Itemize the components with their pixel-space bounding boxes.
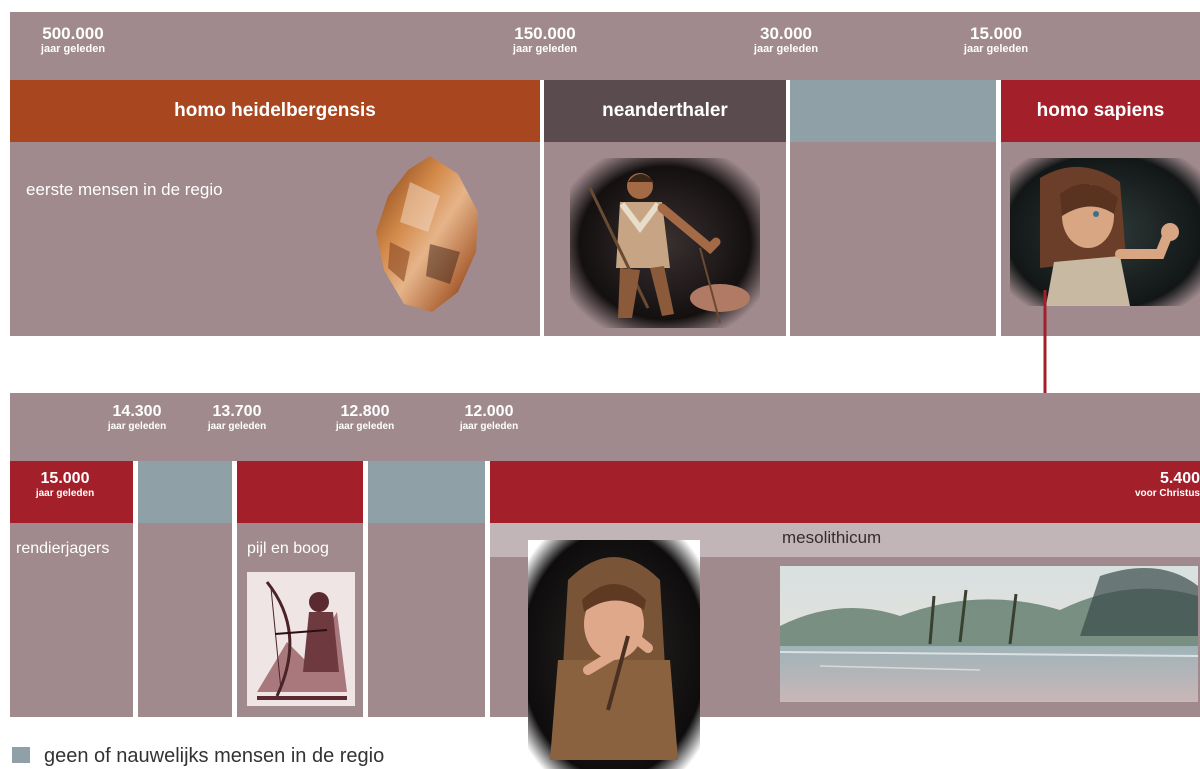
- period-label: homo heidelbergensis: [174, 100, 376, 121]
- segment-pijl-en-boog-header: [237, 461, 363, 523]
- date-value: 14.300: [112, 403, 162, 420]
- date-15000-bottom: 15.000 jaar geleden: [10, 471, 120, 499]
- period-label: neanderthaler: [602, 100, 728, 121]
- date-12000: 12.000 jaar geleden: [444, 404, 534, 432]
- date-500000: 500.000 jaar geleden: [18, 25, 128, 55]
- legend-label: geen of nauwelijks mensen in de regio: [44, 745, 385, 767]
- top-date-band: [10, 12, 1200, 80]
- period-neanderthaler: neanderthaler: [544, 80, 786, 142]
- bottom-date-band: [10, 393, 1200, 461]
- date-value: 15.000: [40, 470, 90, 487]
- date-value: 13.700: [212, 403, 262, 420]
- date-sub: jaar geleden: [963, 43, 1029, 55]
- date-sub: jaar geleden: [512, 43, 578, 55]
- period-homo-heidelbergensis: homo heidelbergensis: [10, 80, 540, 142]
- date-sub: jaar geleden: [459, 421, 519, 432]
- column-rendierjagers: [10, 523, 133, 717]
- date-value: 5.400: [1159, 470, 1200, 487]
- period-absent-gap: [790, 80, 996, 142]
- date-15000-top: 15.000 jaar geleden: [941, 25, 1051, 55]
- rendierjagers-text: rendierjagers: [16, 540, 110, 557]
- date-value: 30.000: [760, 24, 812, 43]
- date-sub: jaar geleden: [207, 421, 267, 432]
- segment-gap-1-header: [138, 461, 232, 523]
- legend-swatch: [12, 747, 30, 763]
- date-5400: 5.400 voor Christus: [1090, 471, 1200, 499]
- segment-mesolithicum-header: 5.400 voor Christus: [490, 461, 1200, 523]
- date-14300: 14.300 jaar geleden: [92, 404, 182, 432]
- flint-handaxe-image: [376, 156, 478, 312]
- period-label: homo sapiens: [1036, 100, 1165, 121]
- date-sub: jaar geleden: [40, 43, 106, 55]
- segment-rendierjagers-header: 15.000 jaar geleden: [10, 461, 133, 523]
- mesolithic-child-figure-image: [528, 540, 700, 769]
- date-12800: 12.800 jaar geleden: [320, 404, 410, 432]
- mesolithic-landscape-image: [780, 566, 1198, 702]
- date-value: 15.000: [970, 24, 1022, 43]
- date-value: 12.800: [340, 403, 390, 420]
- mesolithicum-text: mesolithicum: [782, 528, 882, 547]
- date-value: 500.000: [42, 24, 104, 43]
- segment-gap-2-header: [368, 461, 485, 523]
- date-30000: 30.000 jaar geleden: [731, 25, 841, 55]
- date-sub: jaar geleden: [107, 421, 167, 432]
- date-150000: 150.000 jaar geleden: [490, 25, 600, 55]
- date-value: 150.000: [514, 24, 576, 43]
- column-gap-2: [368, 523, 485, 717]
- period-homo-sapiens: homo sapiens: [1001, 80, 1200, 142]
- date-value: 12.000: [464, 403, 514, 420]
- pijl-en-boog-text: pijl en boog: [247, 540, 329, 557]
- neanderthal-figure-image: [570, 158, 760, 328]
- homo-sapiens-figure-image: [1010, 158, 1200, 306]
- date-sub: jaar geleden: [335, 421, 395, 432]
- date-sub: jaar geleden: [753, 43, 819, 55]
- first-humans-text: eerste mensen in de regio: [26, 180, 223, 199]
- archer-drawing-image: [247, 572, 355, 706]
- column-gap: [790, 142, 996, 336]
- date-sub: jaar geleden: [35, 488, 95, 499]
- column-gap-1: [138, 523, 232, 717]
- date-sub: voor Christus: [1134, 488, 1200, 499]
- date-13700: 13.700 jaar geleden: [192, 404, 282, 432]
